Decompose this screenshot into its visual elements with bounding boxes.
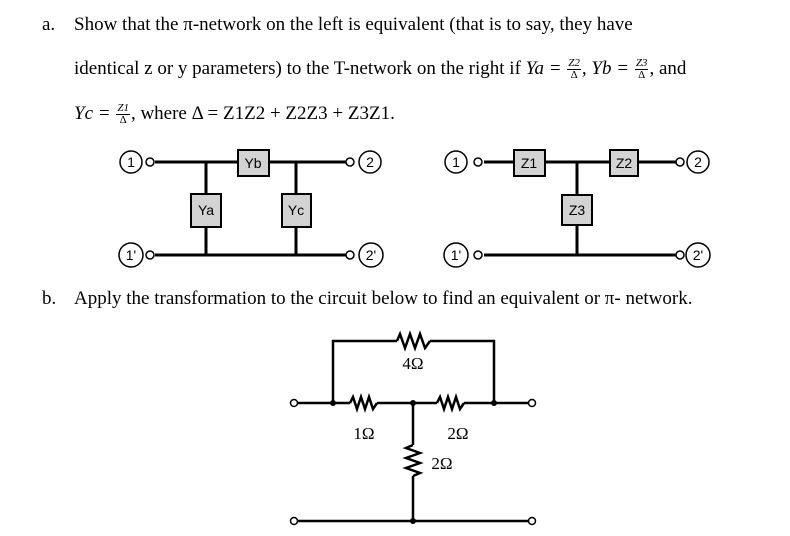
label-2ohm-right: 2Ω [447,424,468,443]
pi-network-wires [155,160,350,257]
label-2ohm-vertical: 2Ω [431,454,452,473]
part-b-text: Apply the transformation to the circuit … [74,288,693,309]
pi-port-2-label: 2 [366,154,374,170]
z1-box-label: Z1 [521,155,538,171]
yb-box: Yb [237,149,270,177]
part-a-marker: a. [42,14,56,35]
t-terminal-1: 1 [444,150,483,174]
pi-terminal-2: 2 [345,150,382,174]
z2-box-label: Z2 [616,155,633,171]
circuit-b-nodes [289,398,537,526]
label-1ohm: 1Ω [353,424,374,443]
part-b-marker: b. [42,288,57,309]
pi-port-2p-label: 2' [366,247,376,263]
t-network-wires [484,160,680,257]
pi-terminal-1: 1 [119,150,155,174]
yb-denominator: Δ [638,69,646,82]
part-a-line-2-text: identical z or y parameters) to the T-ne… [74,58,526,79]
t-terminal-2p: 2' [675,242,711,268]
yc-box: Yc [281,193,312,228]
yc-label: Yc = [74,103,111,124]
pi-terminal-2p: 2' [345,242,384,268]
t-port-2-label: 2 [694,154,702,170]
ya-denominator: Δ [570,69,578,82]
t-terminal-1p: 1' [443,242,483,268]
yc-box-label: Yc [288,202,304,218]
pi-port-1p-label: 1' [126,247,136,263]
yb-label: , Yb = [581,58,630,79]
part-a-line-1: Show that the π-network on the left is e… [74,14,633,35]
ya-box: Ya [190,193,222,228]
resistor-2ohm-vertical [402,443,424,478]
resistor-4ohm [395,330,432,352]
z2-box: Z2 [609,149,639,177]
resistor-2ohm-right [435,393,466,413]
terminal-b-top-left [289,398,299,408]
t-port-2p-label: 2' [693,247,703,263]
label-4ohm: 4Ω [402,354,423,373]
circuit-b-wires [294,330,532,523]
terminal-b-top-right [527,398,537,408]
yc-denominator: Δ [119,114,127,127]
t-port-1p-label: 1' [451,247,461,263]
pi-terminal-1p: 1' [118,242,155,268]
yc-numerator: Z1 [116,102,130,116]
t-terminal-2: 2 [675,150,710,174]
pi-port-1-label: 1 [127,154,135,170]
terminal-b-bottom-right [527,516,537,526]
ya-numerator: Z2 [567,57,581,71]
and-word: , and [649,58,687,79]
z3-box: Z3 [561,194,593,226]
yb-box-label: Yb [244,155,261,171]
yb-numerator: Z3 [634,57,649,71]
part-a-line-2: identical z or y parameters) to the T-ne… [74,58,686,81]
resistor-1ohm [348,393,379,413]
delta-definition: , where Δ = Z1Z2 + Z2Z3 + Z3Z1. [130,103,395,124]
t-port-1-label: 1 [452,154,460,170]
terminal-b-bottom-left [289,516,299,526]
z1-box: Z1 [513,149,546,177]
z3-box-label: Z3 [569,202,586,218]
ya-box-label: Ya [198,202,214,218]
ya-label: Ya = [525,58,562,79]
